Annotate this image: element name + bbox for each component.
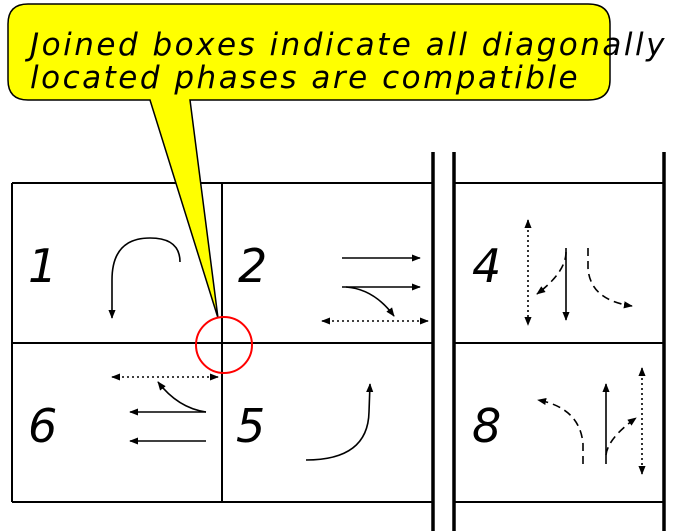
phase-6-movement-arrows: [111, 373, 219, 445]
phase-label-8: 8: [472, 399, 501, 453]
phase-grid: [11, 182, 664, 503]
callout-line-2: located phases are compatible: [30, 60, 580, 96]
phase-5-movement-arrows: [305, 383, 374, 461]
phase-label-4: 4: [472, 239, 501, 293]
phase-2-movement-arrows: [321, 254, 429, 325]
phase-label-6: 6: [28, 399, 57, 453]
callout-line-1: Joined boxes indicate all diagonally: [24, 27, 667, 63]
phase-4-movement-arrows: [524, 219, 633, 326]
callout-bubble: [7, 3, 611, 319]
phase-label-2: 2: [238, 239, 267, 293]
barrier-lines: [431, 152, 666, 531]
junction-highlight-circle: [195, 316, 253, 374]
phase-label-5: 5: [236, 399, 265, 453]
phase-label-1: 1: [28, 239, 57, 293]
phase-1-movement-arrows: [108, 237, 181, 319]
phase-8-movement-arrows: [537, 367, 646, 475]
